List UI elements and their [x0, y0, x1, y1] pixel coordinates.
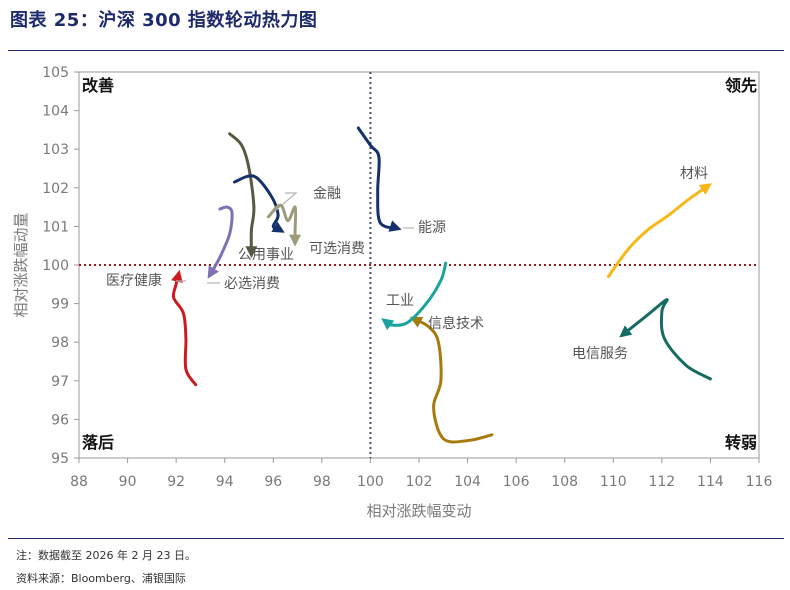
label-leader-line — [267, 192, 298, 218]
series-line — [207, 205, 234, 279]
series-line — [409, 316, 494, 444]
series-label: 金融 — [313, 186, 341, 202]
x-tick-label: 96 — [264, 474, 282, 490]
series-label: 信息技术 — [428, 315, 484, 332]
x-tick-label: 92 — [167, 474, 185, 490]
series-label: 材料 — [680, 166, 708, 182]
y-axis-ticks: 95 96 97 98 99 100 101 102 103 104 105 — [42, 65, 79, 467]
series-line — [232, 174, 285, 233]
series-line — [381, 261, 448, 331]
x-tick-label: 104 — [454, 474, 481, 490]
y-tick-label: 102 — [42, 181, 69, 197]
source-note: 资料来源：Bloomberg、浦银国际 — [16, 572, 186, 585]
y-tick-label: 104 — [42, 104, 69, 120]
x-tick-label: 116 — [746, 474, 773, 490]
series-line — [266, 203, 302, 247]
x-tick-label: 108 — [551, 474, 578, 490]
x-tick-label: 114 — [697, 474, 724, 490]
x-tick-label: 110 — [600, 474, 627, 490]
y-tick-label: 98 — [51, 335, 69, 351]
series-label: 能源 — [418, 220, 446, 236]
series-label: 电信服务 — [572, 346, 628, 362]
series-label: 医疗健康 — [106, 272, 162, 289]
series-label: 公用事业 — [238, 247, 294, 263]
x-tick-label: 100 — [357, 474, 384, 490]
series-line — [606, 183, 712, 279]
y-tick-label: 99 — [51, 297, 69, 313]
x-tick-label: 102 — [406, 474, 433, 490]
series-line — [171, 269, 198, 387]
y-tick-label: 101 — [42, 219, 69, 235]
x-axis-title: 相对涨跌幅变动 — [366, 502, 471, 520]
series-label: 工业 — [386, 293, 414, 309]
title-divider — [8, 50, 784, 51]
y-axis-title: 相对涨跌幅动量 — [12, 212, 30, 317]
quadrant-label-bottom-right: 转弱 — [725, 433, 757, 452]
x-tick-label: 106 — [503, 474, 530, 490]
x-tick-label: 88 — [70, 474, 88, 490]
quadrant-label-bottom-left: 落后 — [82, 433, 114, 452]
footnote: 注：数据截至 2026 年 2 月 23 日。 — [16, 549, 196, 562]
y-tick-label: 103 — [42, 142, 69, 158]
x-tick-label: 94 — [216, 474, 234, 490]
y-tick-label: 96 — [51, 412, 69, 428]
y-tick-label: 105 — [42, 65, 69, 81]
quadrant-label-top-right: 领先 — [725, 76, 757, 95]
series-line — [619, 298, 712, 381]
y-tick-label: 97 — [51, 374, 69, 390]
footer-divider — [8, 538, 784, 539]
x-axis-ticks: 88 90 92 94 96 98 100 102 104 106 108 110 112 114 116 — [70, 458, 772, 490]
x-tick-label: 112 — [648, 474, 675, 490]
x-tick-label: 98 — [313, 474, 331, 490]
y-tick-label: 95 — [51, 451, 69, 467]
quadrant-label-top-left: 改善 — [82, 76, 114, 95]
series-label: 必选消费 — [224, 276, 280, 292]
series-label: 可选消费 — [309, 241, 365, 257]
y-tick-label: 100 — [42, 258, 69, 274]
series-line — [228, 132, 258, 259]
x-tick-label: 90 — [119, 474, 137, 490]
series-line — [356, 126, 402, 232]
page-title: 图表 25：沪深 300 指数轮动热力图 — [10, 10, 318, 31]
